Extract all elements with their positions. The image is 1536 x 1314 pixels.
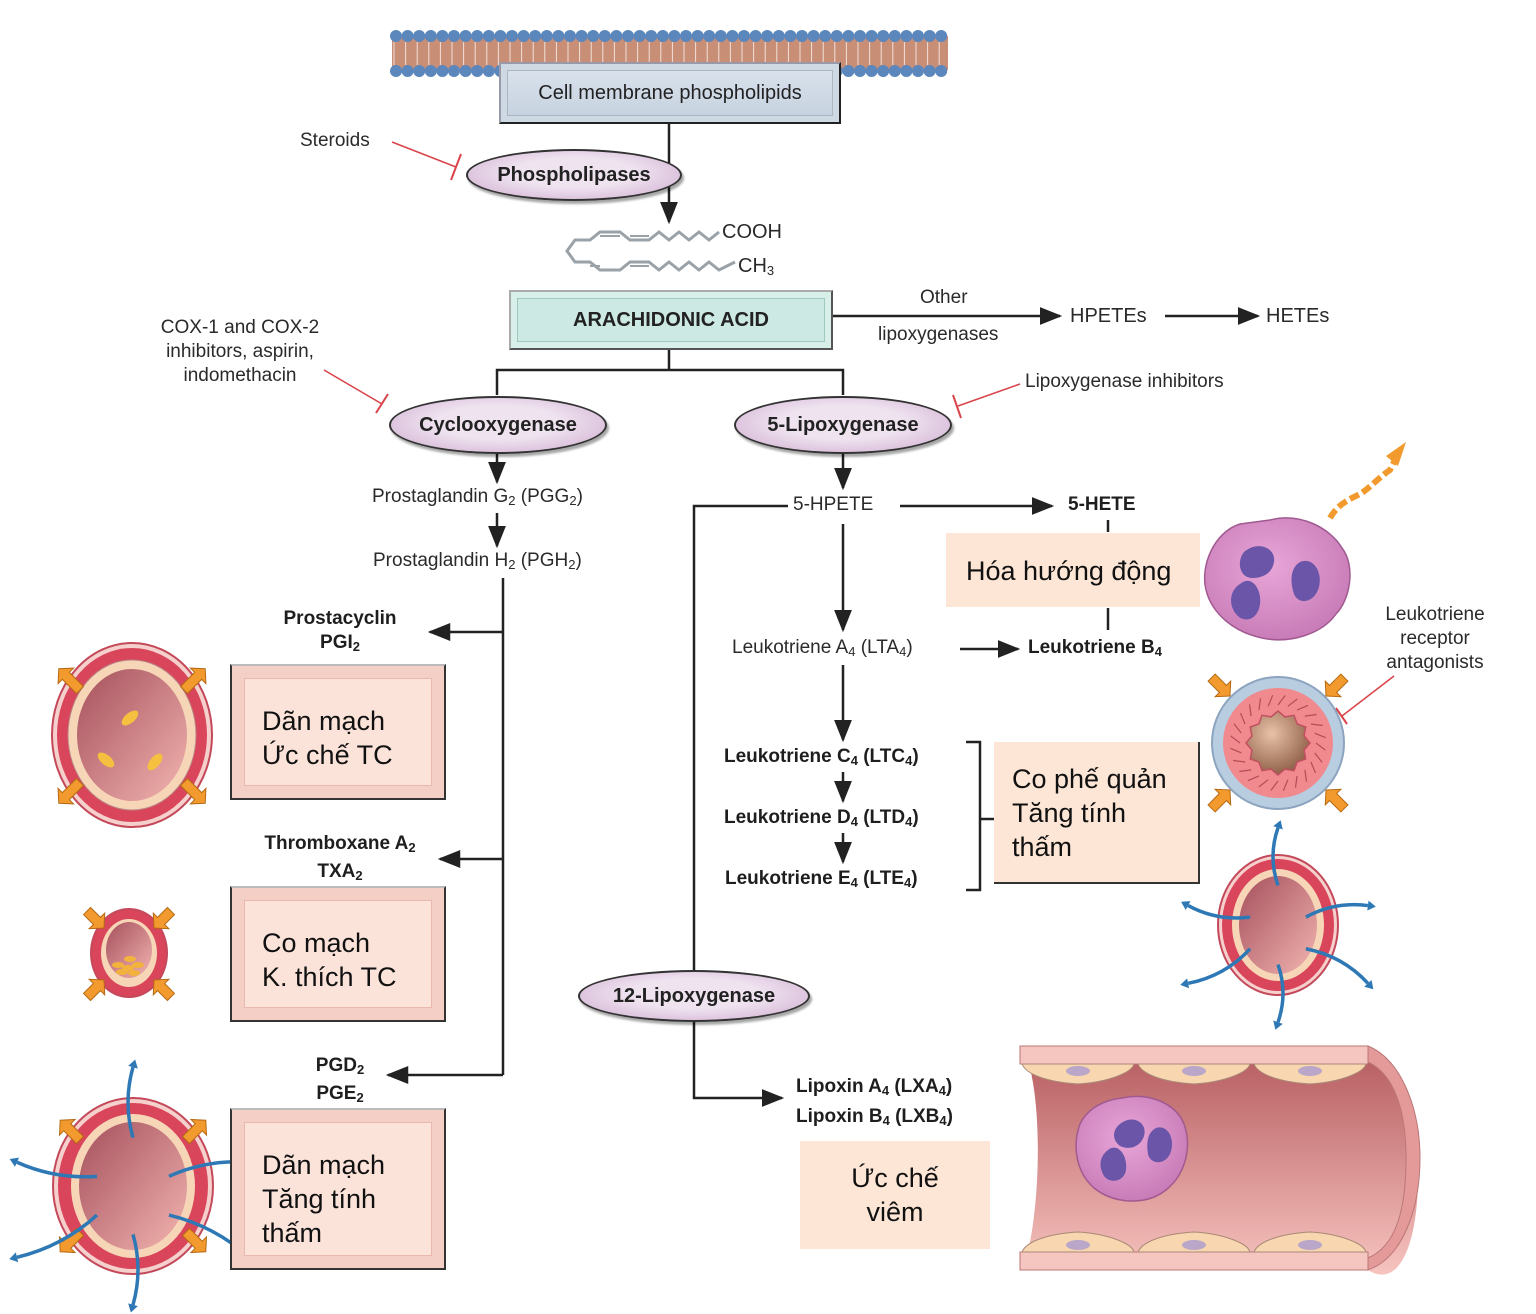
ltc4-label: Leukotriene C4 (LTC4)	[724, 746, 919, 768]
orange-arrow-icon	[82, 906, 106, 930]
chemotaxis-effect-box: Hóa hướng động	[946, 533, 1200, 607]
permeability-arrow-icon	[16, 1213, 99, 1259]
cell-membrane-phospholipids-box: Cell membrane phospholipids	[499, 62, 841, 124]
permeability-arrow-icon	[1276, 964, 1285, 1023]
permeability-arrow-icon	[1187, 904, 1251, 920]
orange-arrow-icon	[1207, 788, 1232, 813]
thromboxane-label: Thromboxane A2 TXA2	[264, 833, 416, 883]
thromboxane-effect-text: Co mạch K. thích TC	[262, 928, 397, 992]
dilated-vessel-icon	[51, 642, 213, 828]
permeable-vessel-icon	[1180, 820, 1376, 1030]
branch-split-line	[495, 368, 845, 395]
orange-arrow-icon	[181, 1118, 208, 1145]
permeability-arrow-icon	[131, 1233, 140, 1306]
permeability-arrow-icon	[16, 1160, 98, 1179]
lte4-label: Leukotriene E4 (LTE4)	[725, 868, 918, 890]
pgd2-pge2-effect-box: Dãn mạch Tăng tính thấm	[230, 1108, 446, 1270]
prostacyclin-effect-text: Dãn mạch Ức chế TC	[262, 706, 393, 770]
orange-arrow-icon	[1324, 673, 1349, 698]
orange-arrow-icon	[82, 978, 106, 1002]
cyclooxygenase-enzyme: Cyclooxygenase	[389, 396, 607, 454]
orange-arrow-icon	[179, 667, 207, 695]
5-lipoxygenase-enzyme: 5-Lipoxygenase	[734, 396, 952, 454]
pgh2-label: Prostaglandin H2 (PGH2)	[373, 550, 582, 572]
bronchoconstriction-effect-box: Co phế quản Tăng tính thấm	[994, 742, 1200, 884]
5-lipoxygenase-label: 5-Lipoxygenase	[767, 413, 919, 436]
leukotriene-receptor-antagonists-label: Leukotriene receptor antagonists	[1385, 604, 1485, 673]
chemotaxis-effect-text: Hóa hướng động	[966, 556, 1172, 586]
orange-arrow-icon	[152, 906, 176, 930]
bronchoconstriction-effect-text: Co phế quản Tăng tính thấm	[1012, 764, 1167, 862]
arrow-to-lipoxins	[692, 1018, 785, 1107]
steroids-inhibitor-line	[391, 141, 457, 168]
phospholipases-enzyme: Phospholipases	[466, 149, 682, 201]
orange-arrow-icon	[181, 1227, 208, 1254]
leukotriene-bracket	[966, 740, 982, 892]
thromboxane-effect-box: Co mạch K. thích TC	[230, 886, 446, 1022]
anti-inflammation-effect-box: Ức chế viêm	[800, 1141, 990, 1249]
5-hete-label: 5-HETE	[1068, 494, 1136, 515]
5-hpete-label: 5-HPETE	[793, 494, 874, 515]
lipoxins-label: Lipoxin A4 (LXA4) Lipoxin B4 (LXB4)	[796, 1076, 953, 1128]
orange-arrow-icon	[57, 777, 85, 805]
permeability-arrow-icon	[1305, 902, 1369, 919]
lipoxygenase-inhibitors-label: Lipoxygenase inhibitors	[1025, 371, 1224, 392]
orange-arrow-icon	[58, 1118, 85, 1145]
12-lipoxygenase-label: 12-Lipoxygenase	[612, 984, 776, 1007]
pgd2-pge2-effect-text: Dãn mạch Tăng tính thấm	[262, 1150, 386, 1248]
ltd4-label: Leukotriene D4 (LTD4)	[724, 807, 919, 829]
other-label: Other	[920, 287, 968, 308]
permeability-arrow-icon	[1187, 947, 1252, 986]
constricted-vessel-icon	[82, 906, 176, 1002]
cox-inhibitors-label: COX-1 and COX-2 inhibitors, aspirin, ind…	[160, 317, 320, 386]
permeability-arrow-icon	[1271, 827, 1280, 886]
path-to-12-lipoxygenase	[692, 504, 788, 972]
orange-arrow-icon	[1324, 788, 1349, 813]
arachidonic-acid-box: ARACHIDONIC ACID	[509, 290, 833, 350]
pgg2-label: Prostaglandin G2 (PGG2)	[372, 486, 583, 508]
permeable-dilated-vessel-icon	[9, 1059, 257, 1313]
ch3-label: CH3	[738, 255, 775, 278]
permeability-arrow-icon	[1305, 947, 1370, 985]
steroids-label: Steroids	[300, 130, 370, 151]
orange-arrow-icon	[57, 667, 85, 695]
neutrophil-icon	[1203, 442, 1406, 641]
steroids-inhibitor-bar	[450, 153, 462, 181]
ltb4-label: Leukotriene B4	[1028, 637, 1162, 659]
cooh-label: COOH	[722, 221, 782, 243]
cyclooxygenase-label: Cyclooxygenase	[419, 413, 577, 436]
prostacyclin-label: Prostacyclin PGI2	[283, 608, 397, 654]
cell-membrane-phospholipids-label: Cell membrane phospholipids	[538, 81, 802, 104]
orange-arrow-icon	[1207, 673, 1232, 698]
pgd2-pge2-label: PGD2 PGE2	[315, 1055, 365, 1105]
arachidonic-acid-label: ARACHIDONIC ACID	[573, 308, 769, 331]
arachidonic-acid-molecule-icon	[565, 230, 736, 272]
bronchus-icon	[1207, 673, 1349, 813]
orange-arrow-icon	[152, 978, 176, 1002]
hetes-label: HETEs	[1266, 305, 1330, 327]
orange-arrow-icon	[179, 777, 207, 805]
permeability-arrow-icon	[126, 1066, 135, 1139]
lta4-label: Leukotriene A4 (LTA4)	[732, 637, 913, 659]
hpetes-label: HPETEs	[1070, 305, 1147, 327]
orange-arrow-icon	[58, 1227, 85, 1254]
blood-vessel-tube-icon	[1019, 1045, 1421, 1275]
12-lipoxygenase-enzyme: 12-Lipoxygenase	[578, 970, 810, 1022]
lipoxygenases-label: lipoxygenases	[878, 324, 999, 345]
prostacyclin-effect-box: Dãn mạch Ức chế TC	[230, 664, 446, 800]
phospholipases-label: Phospholipases	[497, 163, 651, 186]
anti-inflammation-effect-text: Ức chế viêm	[851, 1163, 939, 1227]
